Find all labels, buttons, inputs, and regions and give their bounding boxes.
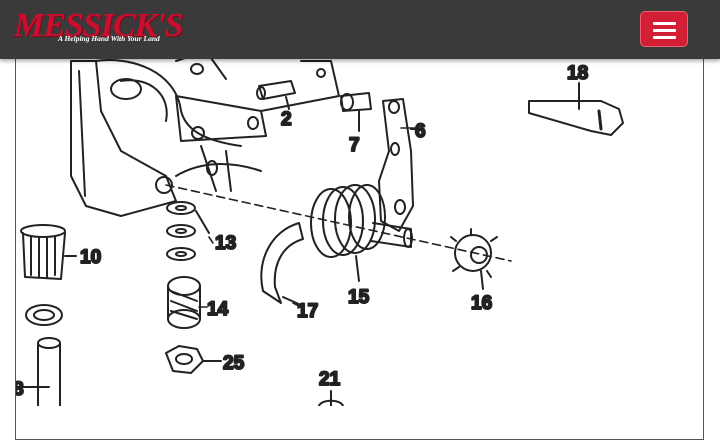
- part-label-18: 18: [567, 63, 588, 84]
- top-navbar: MESSICK'S A Helping Hand With Your Land: [0, 0, 720, 59]
- hex-nut-part: [165, 345, 222, 374]
- bushing-part: [340, 92, 372, 132]
- logo-text: MESSICK'S: [14, 7, 184, 44]
- ring-washer-part: [25, 304, 63, 326]
- part-label-17: 17: [297, 301, 318, 322]
- pin-part: [256, 80, 296, 110]
- leader-lines: [198, 127, 420, 308]
- hamburger-icon: [653, 36, 676, 39]
- link-arm-part: [528, 82, 624, 136]
- hamburger-icon: [653, 22, 676, 25]
- part-label-2: 2: [281, 109, 292, 130]
- part-label-6: 6: [415, 121, 426, 142]
- part-label-7: 7: [349, 135, 360, 156]
- housing-part: [70, 50, 512, 262]
- messicks-logo[interactable]: MESSICK'S A Helping Hand With Your Land: [14, 7, 184, 48]
- hamburger-icon: [653, 29, 676, 32]
- part-label-14: 14: [207, 299, 229, 320]
- helical-gear-part: [167, 276, 201, 329]
- parts-diagram-svg: 2 6 7 18 13 10 14 17 15 16 25 21 8: [15, 50, 624, 406]
- fitting-part: [318, 390, 344, 406]
- part-label-8: 8: [15, 379, 24, 400]
- spur-gear-part: [20, 224, 77, 280]
- pinion-gear-part: [450, 228, 498, 290]
- logo-tagline: A Helping Hand With Your Land: [58, 34, 160, 43]
- shaft-part: [22, 337, 61, 406]
- clip-part: [260, 222, 304, 306]
- lever-part: [378, 98, 422, 232]
- worm-gear-part: [310, 184, 413, 282]
- part-label-16: 16: [471, 293, 492, 314]
- washer-stack-part: [166, 201, 210, 261]
- part-label-21: 21: [319, 369, 341, 390]
- menu-toggle-button[interactable]: [640, 11, 688, 47]
- part-label-15: 15: [348, 287, 370, 308]
- part-label-13: 13: [215, 233, 236, 254]
- part-label-10: 10: [80, 247, 101, 268]
- parts-diagram: 2 6 7 18 13 10 14 17 15 16 25 21 8: [15, 40, 704, 440]
- part-label-25: 25: [223, 353, 245, 374]
